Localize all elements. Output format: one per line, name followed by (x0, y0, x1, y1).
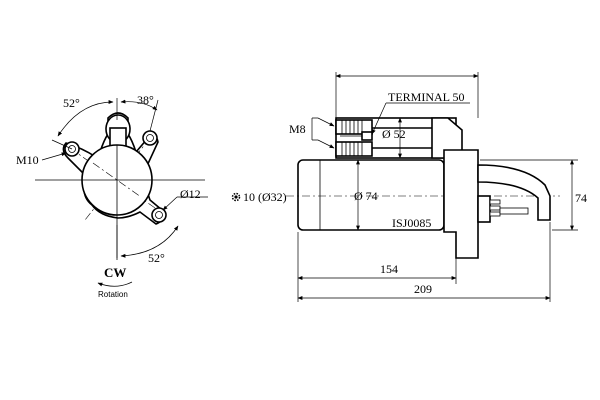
m8-leader-2 (312, 139, 335, 149)
solenoid-dia-label: Ø 52 (382, 127, 406, 141)
m10-label: M10 (16, 153, 39, 167)
m10-leader (41, 152, 67, 161)
nose-housing (477, 164, 551, 221)
angle-label-52-top: 52° (63, 96, 80, 110)
terminal-50-connector (361, 131, 373, 141)
length-154-label: 154 (380, 262, 398, 276)
pinion-teeth (489, 199, 529, 217)
diagonal-center-line (69, 147, 166, 216)
d12-leader (162, 196, 178, 211)
angle-label-52-bottom: 52° (148, 251, 165, 265)
side-view: TERMINAL 50 M8 Ø 52 Ø 74 ISJ0085 (231, 72, 587, 302)
mounting-hole-right (142, 130, 158, 146)
d12-label: Ø12 (180, 187, 201, 201)
mounting-hole-m10-inner (68, 145, 76, 153)
thread-hatching (341, 120, 363, 156)
rotation-arrow (97, 281, 133, 287)
height-label: 74 (575, 191, 587, 205)
mounting-hole-d12-inner (155, 211, 163, 219)
ext-line-1 (51, 139, 73, 150)
angle-arc-38 (120, 99, 158, 111)
body-diag (92, 162, 142, 198)
terminal-50-label: TERMINAL 50 (388, 90, 465, 104)
gear-icon (231, 192, 241, 202)
angle-arc-52-bottom (120, 225, 179, 258)
length-209-label: 209 (414, 282, 432, 296)
angle-label-38: 38° (137, 93, 154, 107)
angle-arc-52-top (57, 100, 114, 137)
terminal-50-leader (371, 102, 387, 135)
front-view: 52° 38° 52° M10 Ø12 CW Rotation (16, 93, 208, 299)
cw-label: CW (104, 265, 126, 280)
m8-leader-1 (312, 117, 335, 127)
drive-end-housing (443, 149, 479, 259)
m8-label: M8 (289, 122, 306, 136)
part-number: ISJ0085 (392, 216, 431, 230)
solenoid-cap (431, 117, 463, 159)
pinion-spec-label: 10 (Ø32) (243, 190, 287, 204)
mounting-hole-right-inner (146, 134, 154, 142)
mounting-hole-d12 (151, 207, 167, 223)
rotation-caption: Rotation (98, 290, 128, 299)
body-dia-label: Ø 74 (354, 189, 378, 203)
pinion-shaft (477, 195, 491, 223)
